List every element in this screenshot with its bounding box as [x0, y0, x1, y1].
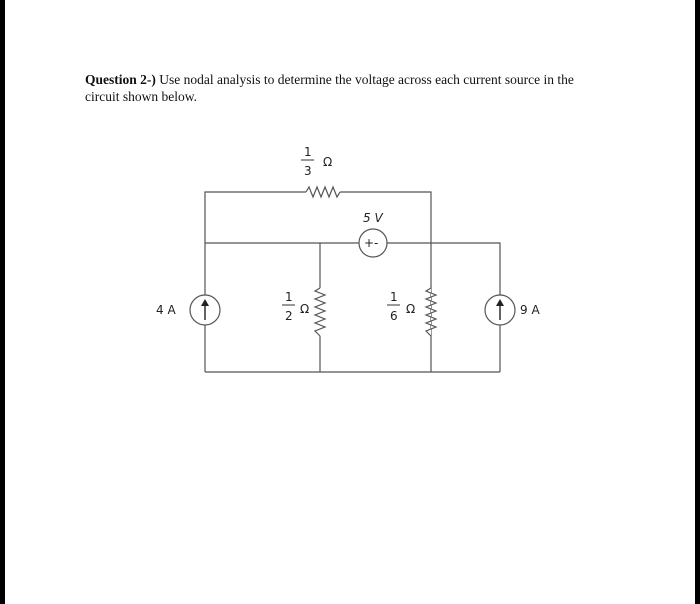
- wire-rail-right: [387, 242, 501, 295]
- resistor-top-numerator: 1: [304, 145, 312, 159]
- arrow-up-icon: [201, 299, 209, 320]
- voltage-source-polarity: +-: [364, 236, 378, 250]
- arrow-up-icon: [496, 299, 504, 320]
- question-label: Question 2-): [85, 72, 156, 87]
- current-source-left-label: 4 A: [156, 303, 176, 317]
- question-text-block: Question 2-) Use nodal analysis to deter…: [85, 71, 605, 105]
- resistor-right-numerator: 1: [390, 290, 398, 304]
- resistor-right-zigzag: [424, 287, 438, 337]
- page: Question 2-) Use nodal analysis to deter…: [5, 0, 695, 604]
- wire-top-left: [204, 191, 306, 243]
- wires: [204, 191, 501, 373]
- resistor-top-unit: Ω: [323, 155, 332, 169]
- wire-top-right: [340, 191, 432, 372]
- resistor-right-denominator: 6: [390, 309, 398, 323]
- resistor-top-denominator: 3: [304, 164, 312, 178]
- voltage-source-circle: [358, 228, 388, 258]
- current-source-right-label: 9 A: [520, 303, 540, 317]
- resistor-mid-denominator: 2: [285, 309, 293, 323]
- question-body: Use nodal analysis to determine the volt…: [85, 72, 574, 104]
- resistor-right-unit: Ω: [406, 302, 415, 316]
- resistor-mid-unit: Ω: [300, 302, 309, 316]
- resistor-mid-numerator: 1: [285, 290, 293, 304]
- resistor-mid-zigzag: [313, 287, 327, 337]
- resistor-top-zigzag: [305, 185, 341, 199]
- voltage-source-label: 5 V: [363, 211, 383, 225]
